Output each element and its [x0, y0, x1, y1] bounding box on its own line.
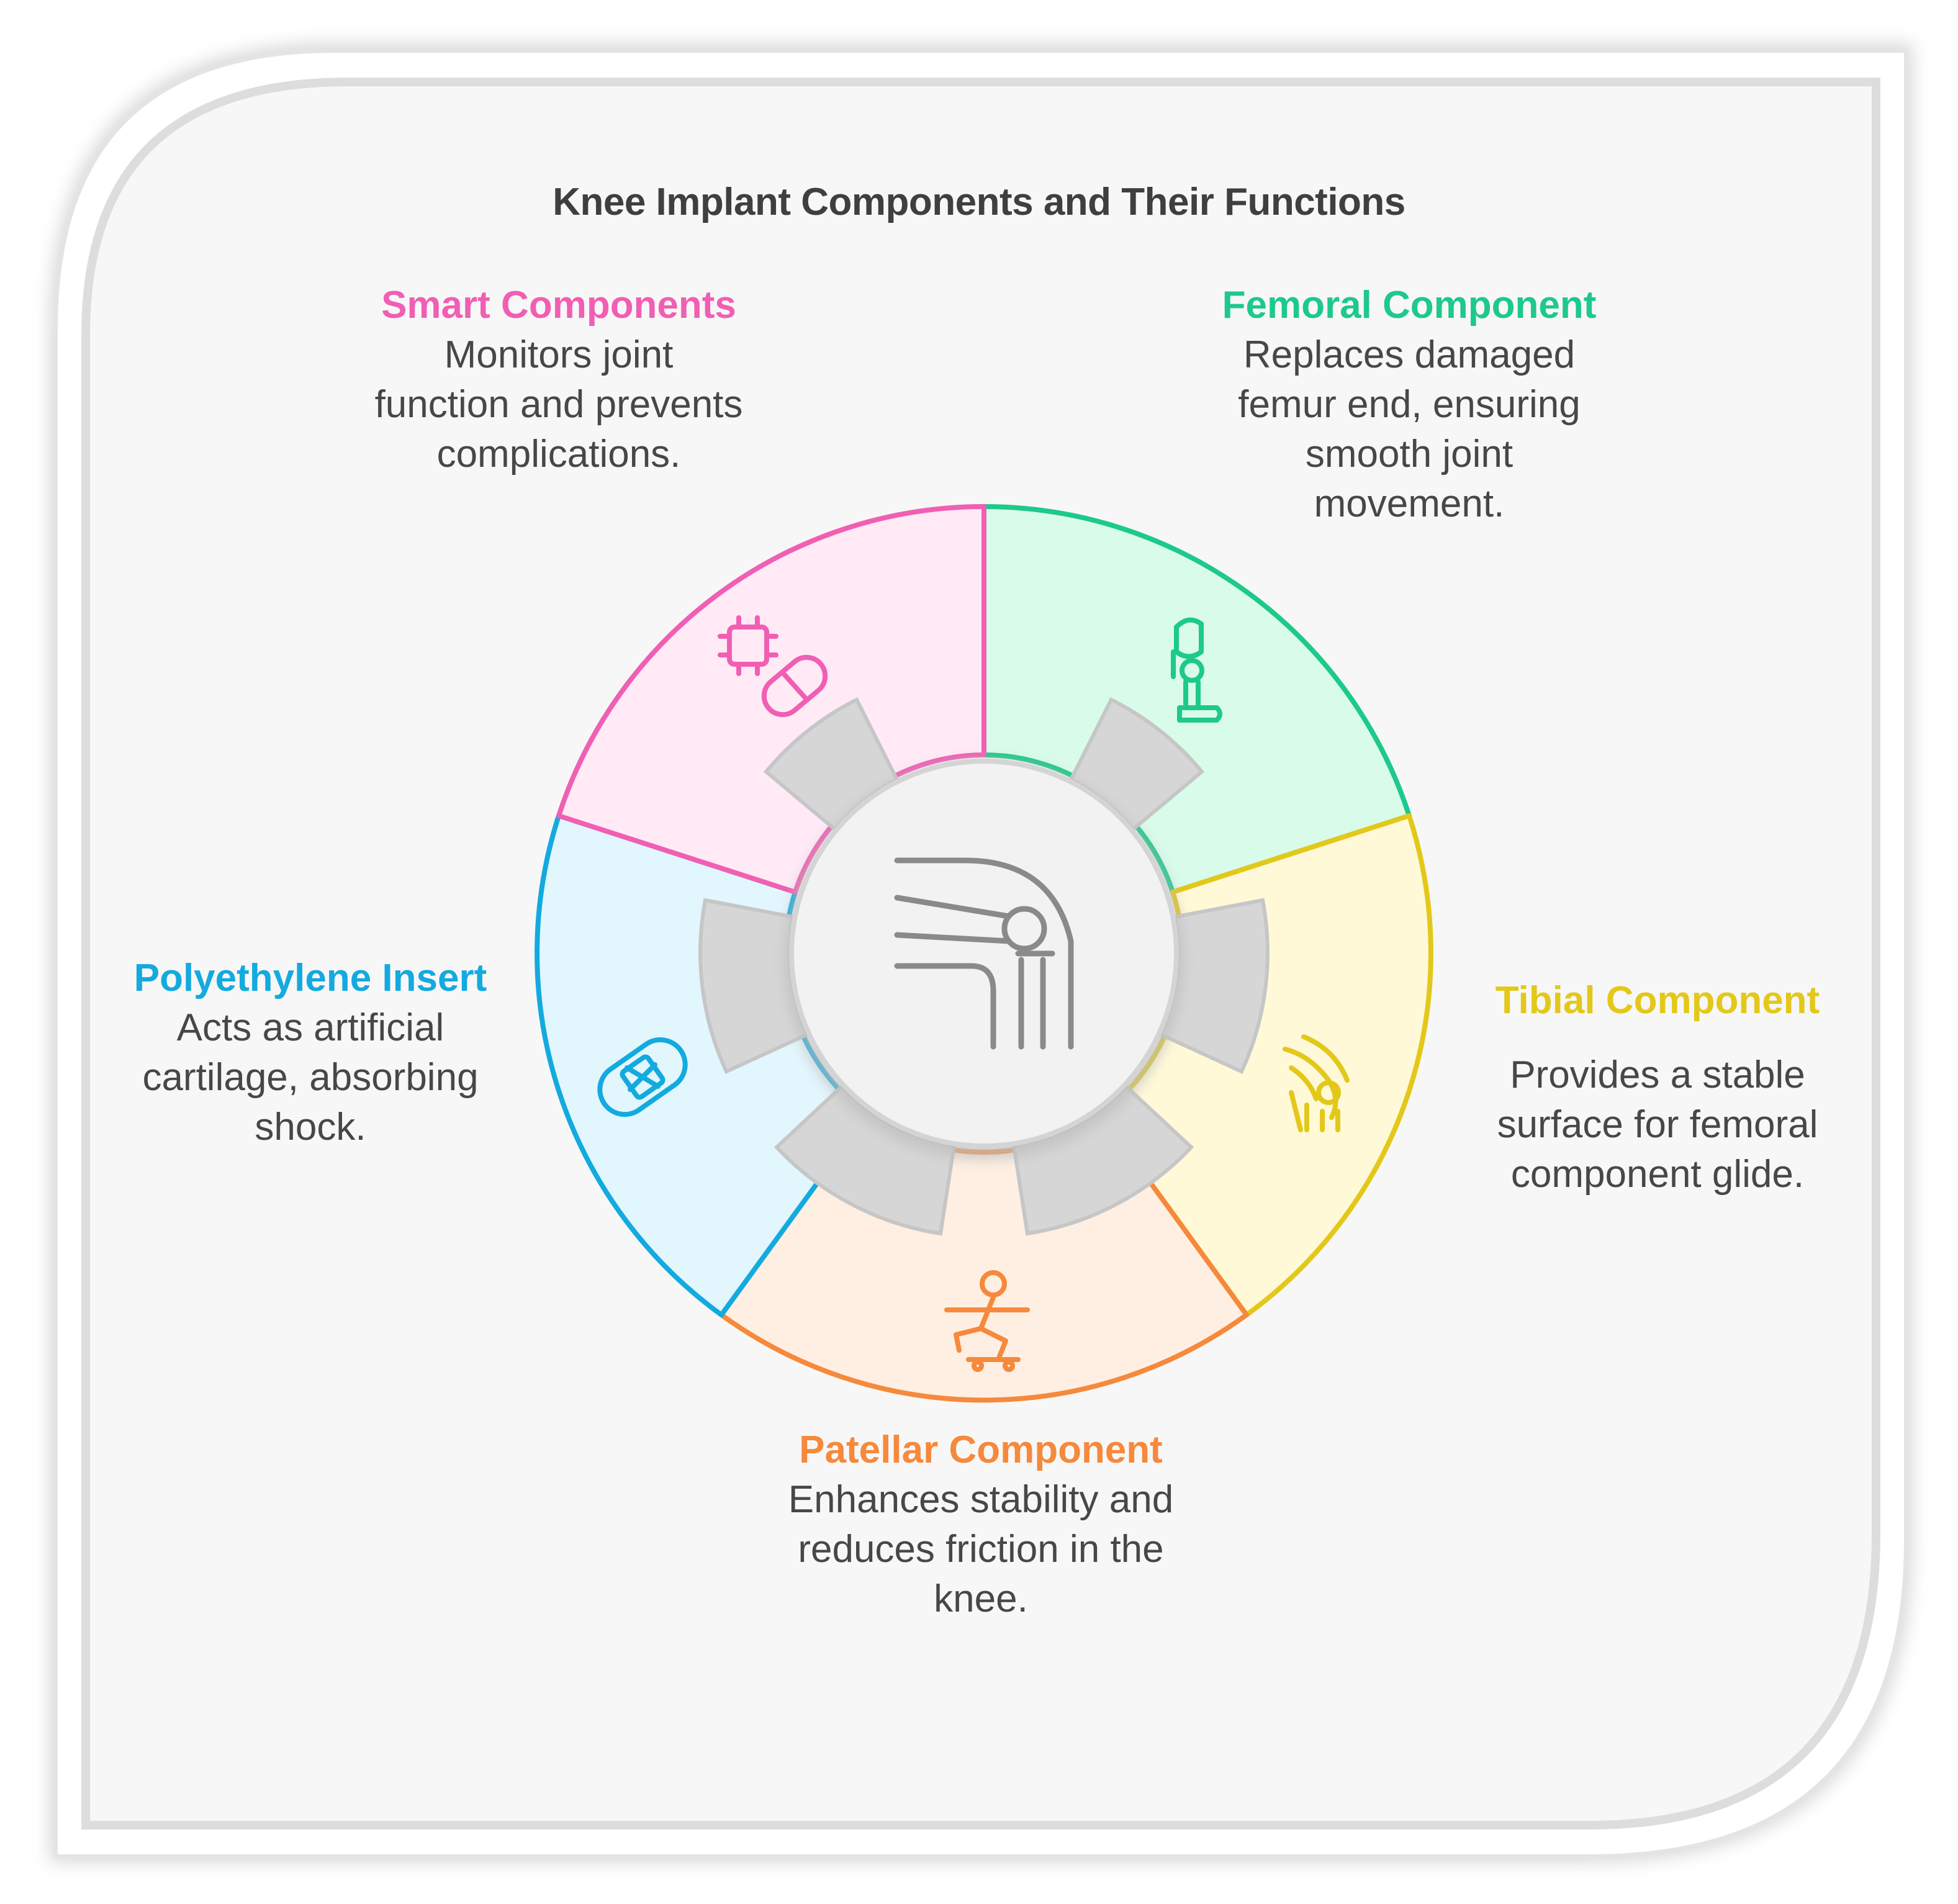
- polyethylene-insert-description: Acts as artificial cartilage, absorbing …: [142, 1006, 479, 1148]
- patellar-component-label: Patellar Component Enhances stability an…: [782, 1425, 1180, 1624]
- bandage-icon: [597, 1037, 688, 1117]
- femoral-component-label: Femoral Component Replaces damaged femur…: [1217, 281, 1602, 529]
- knee-joint-icon: [1283, 1034, 1350, 1132]
- knee-implant-icon: [894, 857, 1074, 1050]
- tibial-component-heading: Tibial Component: [1495, 979, 1820, 1022]
- page-title: Knee Implant Components and Their Functi…: [553, 181, 1405, 223]
- microchip-pill-icon: [718, 615, 828, 718]
- segment-ring: [535, 504, 1433, 1403]
- smart-components-label: Smart Components Monitors joint function…: [372, 281, 745, 479]
- polyethylene-insert-heading: Polyethylene Insert: [133, 957, 487, 999]
- polyethylene-insert-label: Polyethylene Insert Acts as artificial c…: [124, 954, 497, 1152]
- femoral-component-heading: Femoral Component: [1222, 284, 1597, 327]
- skateboarder-icon: [944, 1270, 1030, 1372]
- smart-components-description: Monitors joint function and prevents com…: [374, 333, 743, 476]
- center-hub: [789, 759, 1179, 1148]
- tibial-component-description: Provides a stable surface for femoral co…: [1497, 1054, 1818, 1196]
- patellar-component-heading: Patellar Component: [799, 1428, 1163, 1471]
- patellar-component-description: Enhances stability and reduces friction …: [788, 1478, 1174, 1620]
- femoral-component-description: Replaces damaged femur end, ensuring smo…: [1238, 333, 1581, 525]
- prosthetic-leg-icon: [1171, 617, 1222, 723]
- tibial-component-label: Tibial Component Provides a stable surfa…: [1446, 976, 1869, 1199]
- ring-gaps: [698, 697, 1270, 1236]
- smart-components-heading: Smart Components: [381, 284, 736, 327]
